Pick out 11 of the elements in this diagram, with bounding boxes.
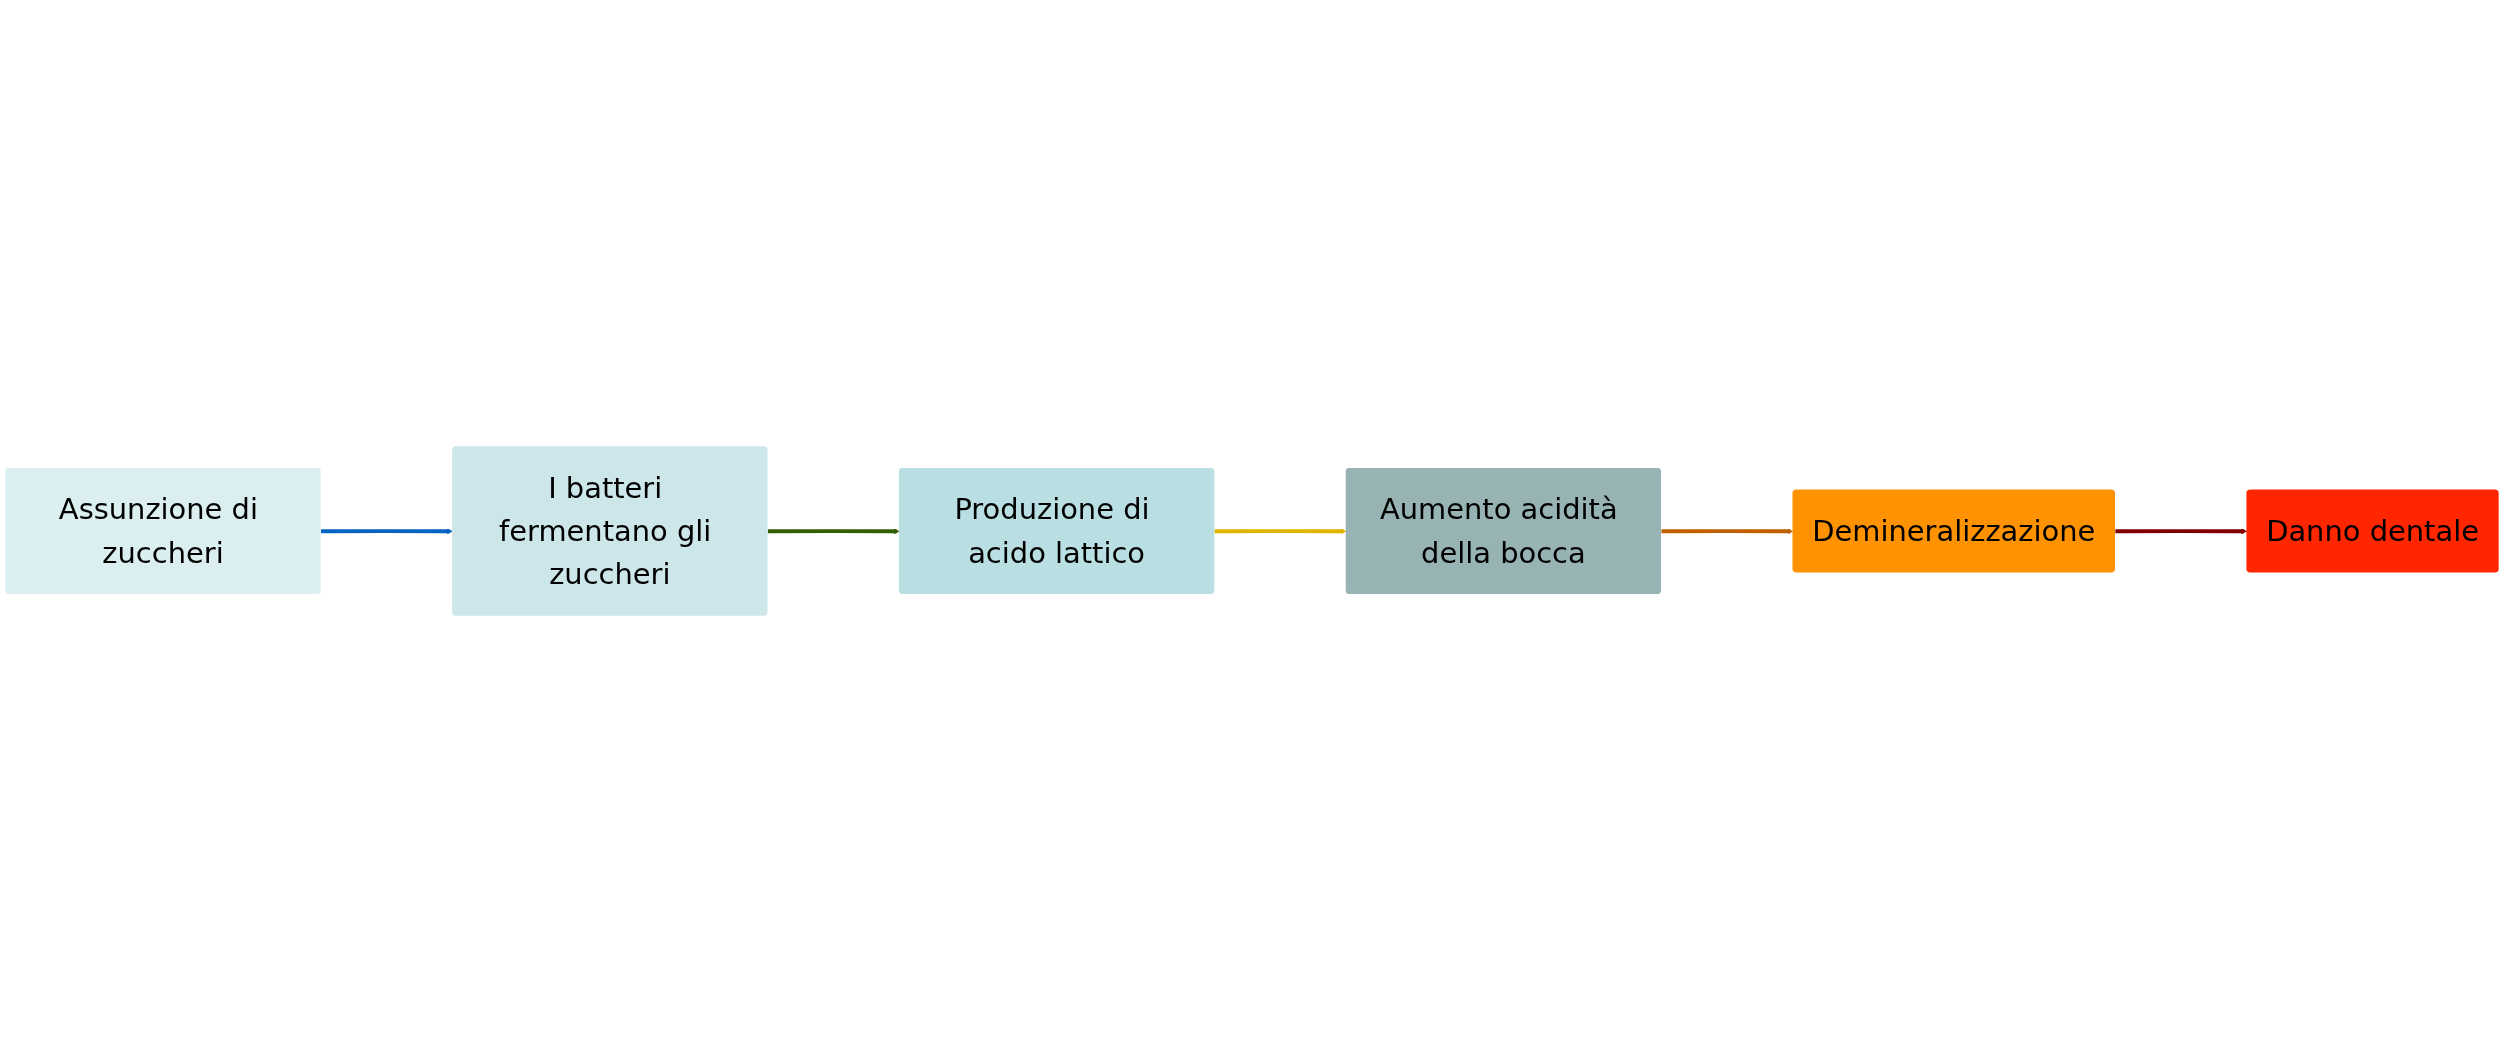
node-box: Aumento acidità della bocca [1345, 467, 1662, 595]
arrow [2115, 528, 2247, 535]
arrow [767, 528, 900, 535]
node-box: Assunzione di zuccheri [5, 467, 321, 595]
arrow [321, 528, 453, 535]
node-box: I batteri fermentano gli zuccheri [452, 446, 768, 616]
arrow [1214, 528, 1347, 535]
node-box: Demineralizzazione [1792, 489, 2115, 573]
arrow [1661, 528, 1794, 535]
node-box: Produzione di acido lattico [898, 467, 1215, 595]
node-box: Danno dentale [2246, 489, 2499, 573]
